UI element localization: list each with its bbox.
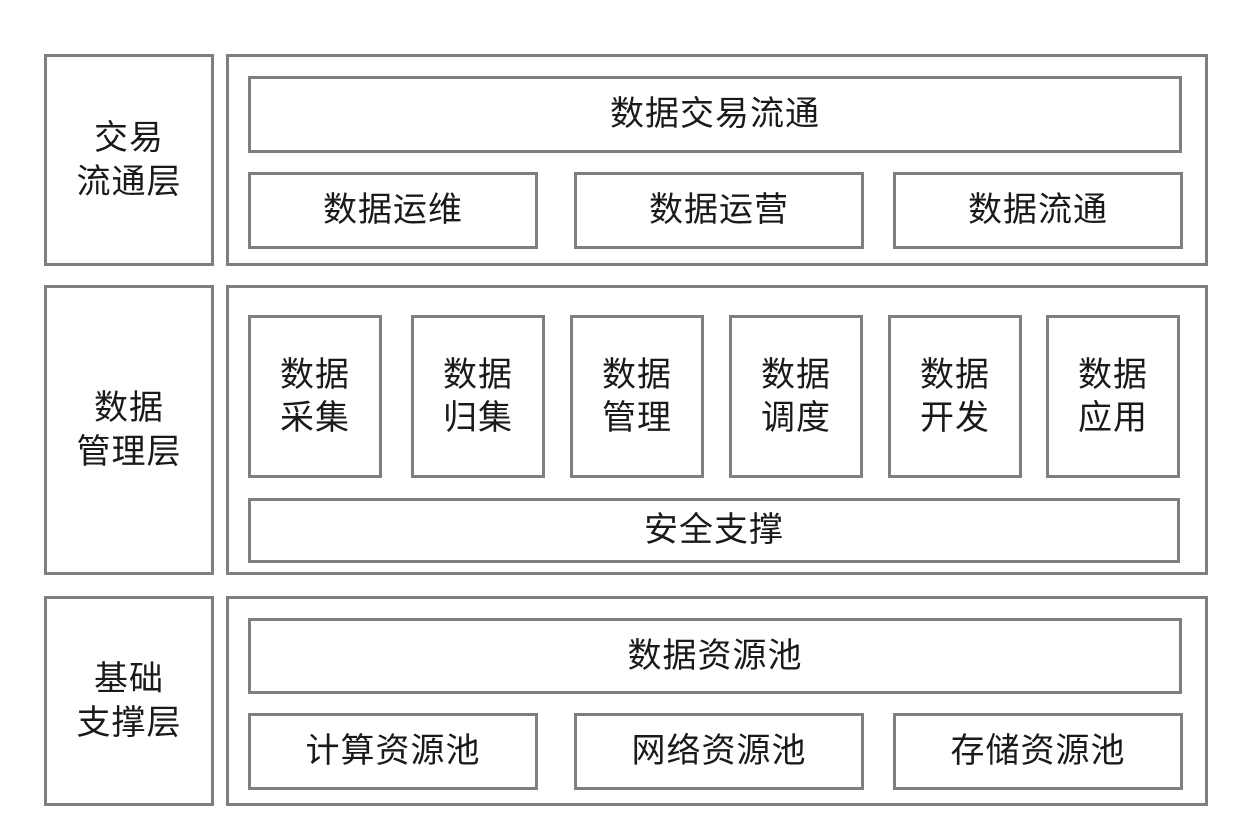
data-transaction-circulation-bar: 数据交易流通 [248, 76, 1182, 153]
module-label: 数据 应用 [1078, 355, 1148, 438]
security-support-bar: 安全支撑 [248, 498, 1180, 563]
data-operations-box: 数据运营 [574, 172, 864, 249]
layer-title-transaction: 交易 流通层 [44, 54, 214, 266]
module-label: 数据 开发 [920, 355, 990, 438]
module-data-aggregation: 数据 归集 [411, 315, 545, 478]
module-data-management: 数据 管理 [570, 315, 704, 478]
layer-title-data-management: 数据 管理层 [44, 285, 214, 575]
box-label: 存储资源池 [950, 731, 1126, 772]
box-label: 数据流通 [968, 190, 1108, 231]
network-resource-pool-box: 网络资源池 [574, 713, 864, 790]
box-label: 数据运营 [649, 190, 789, 231]
module-data-scheduling: 数据 调度 [729, 315, 863, 478]
layer-title-infrastructure: 基础 支撑层 [44, 596, 214, 806]
layer-title-label: 交易 流通层 [76, 117, 182, 202]
compute-resource-pool-box: 计算资源池 [248, 713, 538, 790]
storage-resource-pool-box: 存储资源池 [893, 713, 1183, 790]
module-label: 数据 调度 [761, 355, 831, 438]
module-data-application: 数据 应用 [1046, 315, 1180, 478]
bar-label: 安全支撑 [644, 510, 784, 551]
box-label: 计算资源池 [305, 731, 481, 772]
data-circulation-box: 数据流通 [893, 172, 1183, 249]
box-label: 网络资源池 [631, 731, 807, 772]
module-label: 数据 管理 [602, 355, 672, 438]
layer-title-label: 数据 管理层 [76, 387, 182, 472]
layer-title-label: 基础 支撑层 [76, 658, 182, 743]
data-resource-pool-bar: 数据资源池 [248, 618, 1182, 694]
module-data-development: 数据 开发 [888, 315, 1022, 478]
module-data-collection: 数据 采集 [248, 315, 382, 478]
bar-label: 数据交易流通 [610, 94, 820, 135]
data-operation-maintenance-box: 数据运维 [248, 172, 538, 249]
box-label: 数据运维 [323, 190, 463, 231]
module-label: 数据 归集 [443, 355, 513, 438]
module-label: 数据 采集 [280, 355, 350, 438]
bar-label: 数据资源池 [627, 635, 803, 676]
